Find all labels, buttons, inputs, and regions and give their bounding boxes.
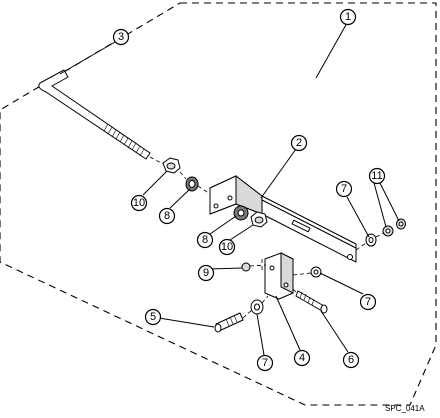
callout-3-label: 3 [118,31,124,43]
part-washer-lower [250,299,264,315]
callout-5: 5 [144,308,162,326]
part-washer-right [365,233,377,247]
callout-8-upper-label: 8 [164,210,170,222]
callout-2: 2 [290,134,308,152]
callout-2-label: 2 [296,137,302,149]
part-hex-nut-lower [250,211,268,228]
part-clamp-block [264,252,294,300]
part-screw [295,290,328,314]
callout-7-lower: 7 [256,354,274,372]
callout-9-label: 9 [203,267,209,279]
callout-4-label: 4 [299,352,305,364]
part-bolt [214,312,244,333]
callout-10-lower-label: 10 [221,241,233,253]
callout-6: 6 [342,351,360,369]
callout-10-upper: 10 [130,194,148,212]
part-lock-washer-upper [185,176,199,192]
assembly-boundary [0,2,437,406]
callout-1-label: 1 [345,11,351,23]
callout-4: 4 [293,349,311,367]
callout-7-lower-label: 7 [262,357,268,369]
callout-6-label: 6 [348,354,354,366]
part-lock-washer-lower [233,205,249,221]
part-washer-mid-right [310,266,322,278]
part-hex-nut-upper [162,157,181,174]
callout-7-right-label: 7 [341,183,347,195]
callout-7-mid-right: 7 [359,293,377,311]
callout-10-upper-label: 10 [133,197,145,209]
part-bar-bracket [209,174,357,263]
leader-lines [59,22,400,356]
callout-1: 1 [339,8,357,26]
rod-threads [103,123,145,157]
callout-3: 3 [112,28,130,46]
callout-11: 11 [368,167,386,185]
callout-8-lower-label: 8 [202,234,208,246]
callout-5-label: 5 [150,311,156,323]
callout-7-right: 7 [335,180,353,198]
callout-11-label: 11 [371,170,382,182]
callout-8-upper: 8 [158,207,176,225]
part-l-rod [38,69,151,160]
assembly-guide-lines [149,156,385,319]
callout-10-lower: 10 [218,238,236,256]
drawing-code-label: SPC_041A [385,404,425,413]
part-small-nuts [382,218,406,237]
callout-8-lower: 8 [196,231,214,249]
part-set-screw [241,262,251,272]
callout-7-mid-right-label: 7 [365,296,371,308]
callout-9: 9 [197,264,215,282]
